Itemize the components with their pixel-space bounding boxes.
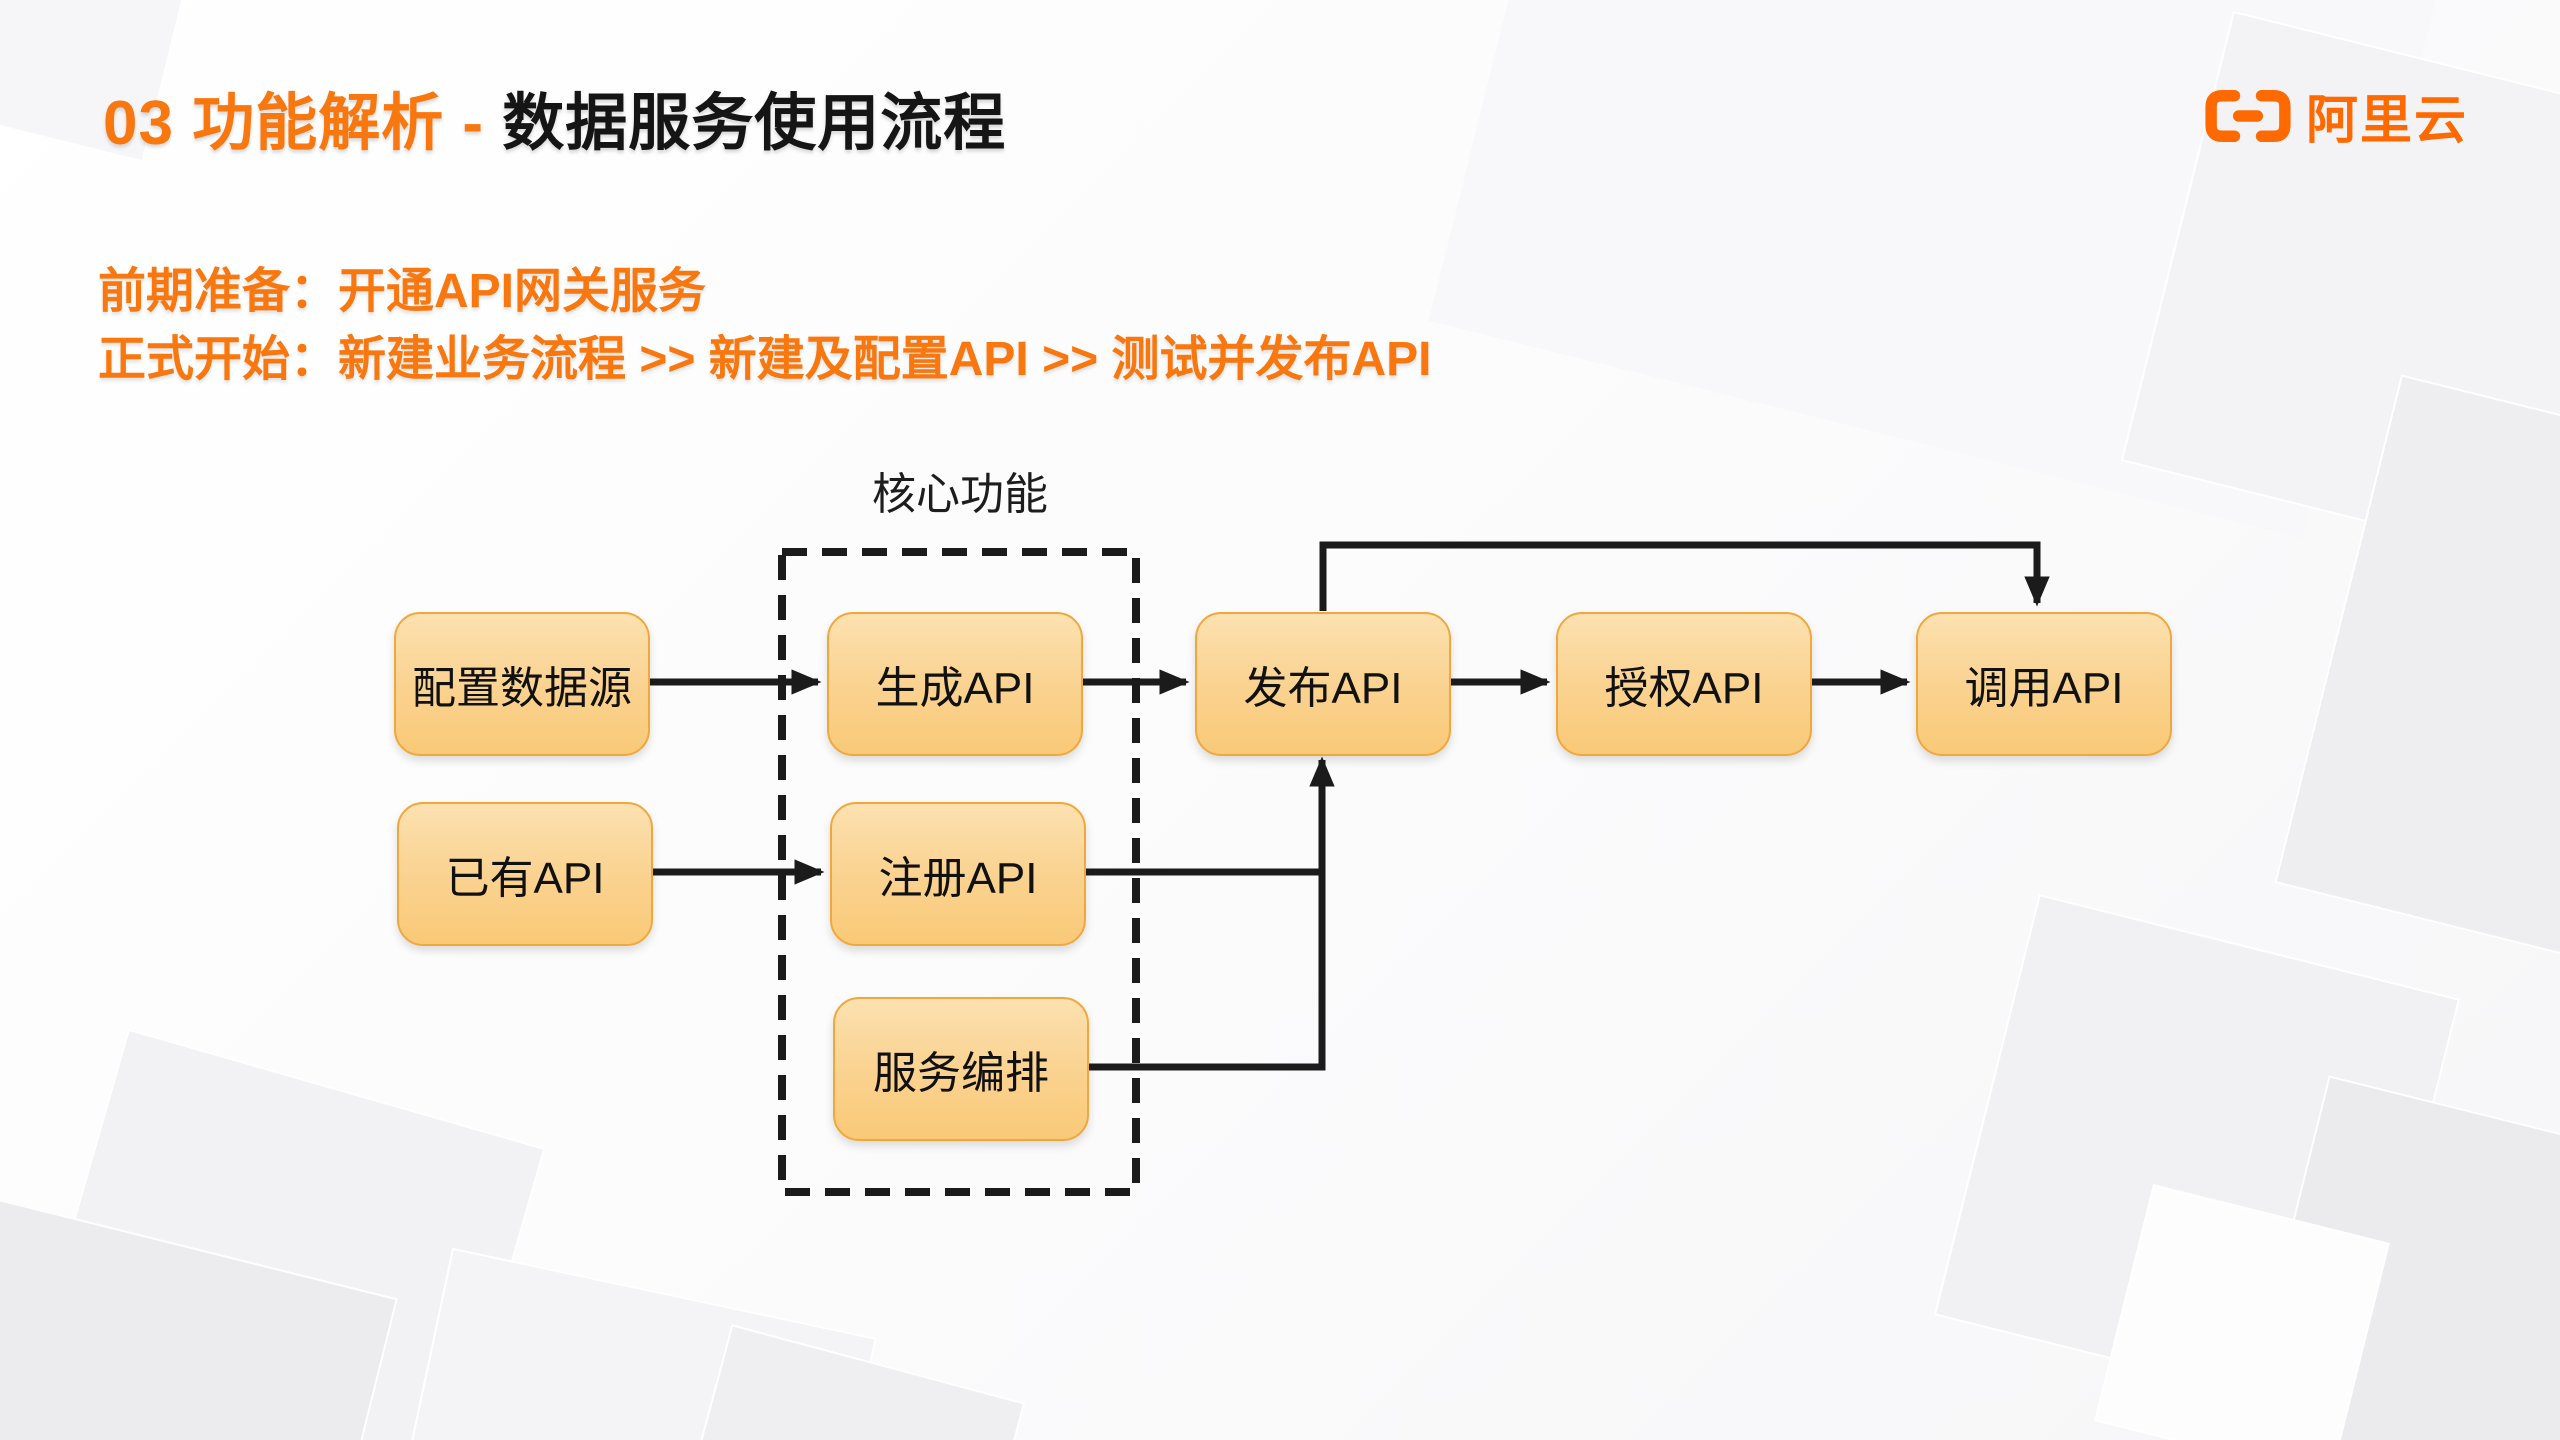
flow-node-authorize-api: 授权API xyxy=(1556,612,1812,756)
core-function-dashed-frame xyxy=(778,548,1140,1196)
flow-node-generate-api: 生成API xyxy=(827,612,1083,756)
flow-node-publish-api: 发布API xyxy=(1195,612,1451,756)
flow-node-label: 已有API xyxy=(445,854,605,903)
core-function-label: 核心功能 xyxy=(872,470,1048,519)
intro-text: 前期准备：开通API网关服务 正式开始：新建业务流程 >> 新建及配置API >… xyxy=(98,258,1432,394)
alibaba-cloud-logo: 阿里云 xyxy=(2204,78,2468,153)
flow-node-label: 生成API xyxy=(875,664,1035,713)
flow-node-existing-api: 已有API xyxy=(397,802,653,946)
page-title: 03 功能解析 - 数据服务使用流程 xyxy=(103,72,1006,162)
alibaba-cloud-bracket-icon xyxy=(2205,89,2291,142)
flow-node-register-api: 注册API xyxy=(830,802,1086,946)
connector-publish-loop-to-invoke xyxy=(1319,541,2050,611)
page-title-main: 数据服务使用流程 xyxy=(484,89,1007,158)
page-title-accent: 03 功能解析 - xyxy=(103,89,485,158)
flow-node-label: 授权API xyxy=(1604,664,1764,713)
alibaba-cloud-logo-text: 阿里云 xyxy=(2305,92,2468,150)
connector-orchestration-to-publish xyxy=(1082,756,1335,1071)
intro-line-start: 正式开始：新建业务流程 >> 新建及配置API >> 测试并发布API xyxy=(98,333,1432,386)
flow-node-label: 注册API xyxy=(878,854,1038,903)
flow-node-label: 服务编排 xyxy=(873,1049,1049,1098)
flow-node-invoke-api: 调用API xyxy=(1916,612,2172,756)
flow-node-label: 发布API xyxy=(1243,664,1403,713)
flow-node-service-orchestration: 服务编排 xyxy=(833,997,1089,1141)
flow-node-label: 配置数据源 xyxy=(412,664,632,713)
intro-line-preparation: 前期准备：开通API网关服务 xyxy=(98,265,707,318)
flow-node-source-config: 配置数据源 xyxy=(394,612,650,756)
flow-node-label: 调用API xyxy=(1964,664,2124,713)
